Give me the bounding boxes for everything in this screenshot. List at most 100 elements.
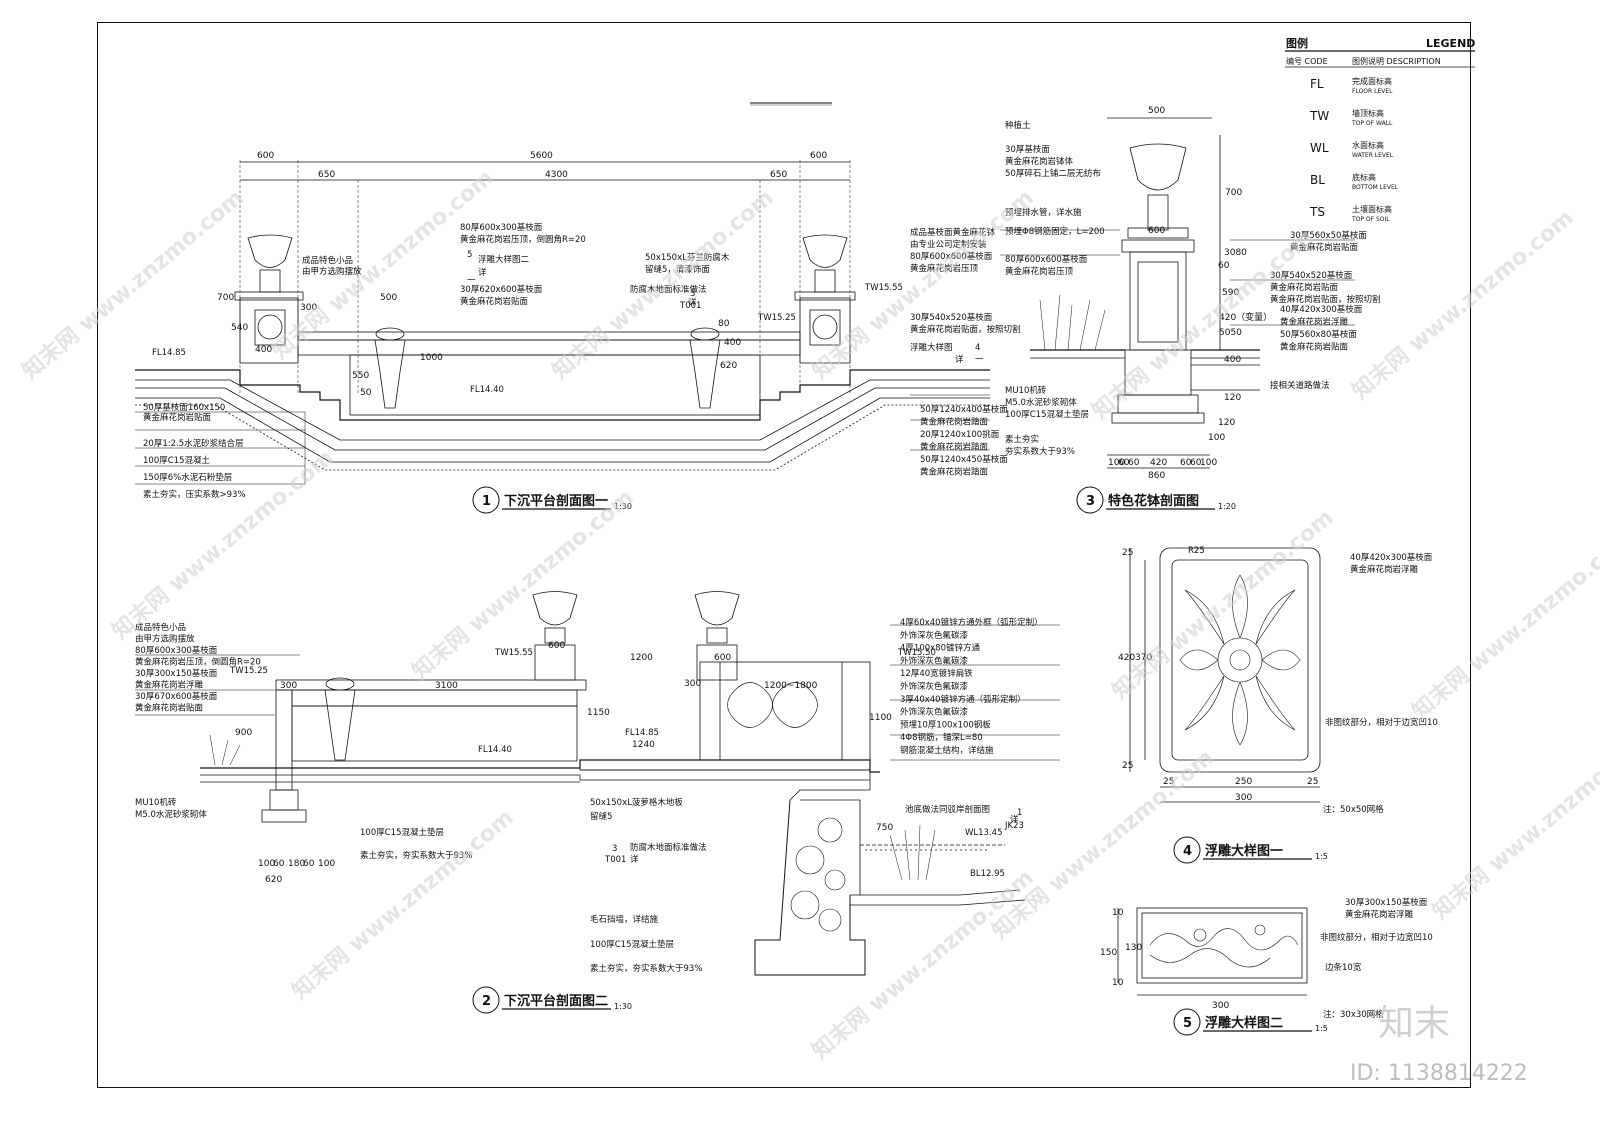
label: 留缝5，清漆饰面: [645, 264, 710, 275]
legend-desc-en: FLOOR LEVEL: [1352, 88, 1393, 95]
section-1: [135, 102, 990, 471]
dim-label: 25: [1307, 777, 1318, 787]
section-2: [200, 591, 1026, 976]
dim-label: 100: [1108, 458, 1125, 468]
drawing-scale: 1:5: [1315, 852, 1328, 861]
dim-label: 700: [1225, 188, 1242, 198]
label: 50x150xL芬兰防腐木: [645, 252, 730, 263]
dim-label: 370: [1135, 653, 1152, 663]
dim-label: 400: [255, 345, 272, 355]
label: 黄金麻花岗岩贴面: [1270, 282, 1339, 293]
sheet-border: [97, 22, 1471, 1088]
dim-label: 100: [1200, 458, 1217, 468]
label: 素土夯实，夯实系数大于93%: [590, 963, 702, 974]
level-label: FL14.40: [470, 385, 504, 395]
dim-label: 300: [1235, 793, 1252, 803]
level-label: TW15.55: [494, 648, 533, 658]
label: 黄金麻花岗岩贴面，按照切割: [910, 324, 1021, 335]
level-label: FL14.85: [625, 728, 659, 738]
label: 30厚560x50基枝面: [1290, 230, 1367, 241]
watermark-text: 知末网 www.znzmo.com: [1427, 724, 1600, 924]
dim-label: 60: [1128, 458, 1140, 468]
label: 80厚600x300基枝面: [460, 222, 543, 233]
dim-label: 5600: [530, 151, 553, 161]
callout-label: 3: [612, 844, 617, 854]
dim-label: 750: [876, 823, 893, 833]
dim-label: 25: [1163, 777, 1174, 787]
dim-label: 300: [1212, 1001, 1229, 1011]
callout-label: 3: [690, 289, 695, 299]
note-label: 注：50x50网格: [1323, 804, 1384, 815]
callout-label: 一: [467, 276, 476, 286]
drawing-number-circle: [472, 486, 500, 514]
legend-desc-cn: 水面标高: [1352, 140, 1384, 150]
callout-label: 5: [467, 250, 472, 260]
legend-code: FL: [1310, 77, 1324, 91]
watermark-text: 知末网 www.znzmo.com: [1347, 204, 1578, 404]
label: 成品特色小品: [135, 622, 186, 633]
section-3: [1030, 117, 1260, 469]
label: 接相关道路做法: [1270, 380, 1330, 391]
drawing-number: 4: [1183, 844, 1192, 859]
label: 外饰深灰色氟碳漆: [900, 707, 969, 718]
label: 详: [1010, 814, 1019, 825]
label: 黄金麻花岗岩浮雕: [1345, 909, 1414, 920]
label: 素土夯实，夯实系数大于93%: [360, 850, 472, 861]
label: 黄金麻花岗岩贴面: [1280, 342, 1349, 353]
label: 黄金麻花岗岩浮雕: [1280, 317, 1349, 328]
legend-desc-cn: 完成面标高: [1352, 76, 1392, 86]
label: 80厚600x600基枝面: [1005, 254, 1088, 265]
watermark-id: ID: 1138814222: [1350, 1061, 1528, 1086]
dim-label: 5050: [1219, 328, 1242, 338]
callout-label: 4: [975, 343, 980, 353]
label: 50厚1240x400基枝面: [920, 404, 1008, 415]
label: 30厚670x600基枝面: [135, 691, 218, 702]
legend-desc-en: WATER LEVEL: [1352, 152, 1394, 159]
label: 150厚6%水泥石粉垫层: [143, 472, 232, 483]
label: 成品基枝面黄金麻花钵: [910, 227, 996, 238]
label: 池底做法同驳岸剖面图: [905, 804, 990, 815]
legend-title-en: LEGEND: [1426, 37, 1475, 50]
dim-label: 600: [810, 151, 827, 161]
callout-label: T001: [679, 301, 701, 311]
legend-code: TS: [1309, 205, 1325, 219]
dim-label: 500: [380, 293, 397, 303]
drawing-number-circle: [1173, 1008, 1201, 1036]
label: 100厚C15混凝土垫层: [1005, 409, 1089, 420]
label: 3厚40x40镀锌方通（弧形定制）: [900, 694, 1026, 705]
legend-desc-cn: 土壤面标高: [1352, 204, 1392, 214]
label: 黄金麻花岗岩贴面: [143, 412, 212, 423]
dim-label: 10: [1112, 978, 1124, 988]
label: 4厚100x80镀锌方通: [900, 643, 980, 654]
legend-title-cn: 图例: [1286, 36, 1308, 50]
dim-label: 130: [1125, 943, 1142, 953]
drawing-title: 浮雕大样图一: [1205, 843, 1283, 859]
label: 外饰深灰色氟碳漆: [900, 630, 969, 641]
dim-label: 500: [1148, 106, 1165, 116]
dim-label: 420（变量）: [1219, 311, 1272, 323]
legend-desc-cn: 墙顶标高: [1352, 108, 1384, 118]
label: 4Φ8钢筋，锚深L=80: [900, 732, 983, 743]
watermark-text: 知末网 www.znzmo.com: [547, 184, 778, 384]
label: 预埋排水管，详水施: [1005, 207, 1082, 218]
level-label: TW15.50: [897, 648, 936, 658]
label: 由专业公司定制安装: [910, 239, 987, 250]
level-label: BL12.95: [970, 869, 1005, 879]
label: 20厚1240x100挑面: [920, 429, 1000, 440]
dim-label: 650: [770, 170, 787, 180]
dim-label: 60: [1218, 261, 1230, 271]
label: 50厚基枝面160x150: [143, 402, 225, 413]
label: 防腐木地面标准做法: [630, 842, 707, 853]
label: 非图纹部分，相对于边宽凹10: [1320, 932, 1433, 943]
drawing-number-circle: [1076, 486, 1104, 514]
label: 浮雕大样图: [910, 342, 953, 353]
dim-label: 150: [1100, 948, 1117, 958]
callout-label: 一: [975, 355, 984, 365]
legend-col-code: 编号 CODE: [1286, 56, 1328, 66]
drawing-scale: 1:30: [614, 502, 632, 511]
dim-label: 400: [724, 338, 741, 348]
label: 防腐木地面标准做法: [630, 284, 707, 295]
label: 黄金麻花岗岩压顶: [910, 263, 979, 274]
label: 详: [478, 267, 487, 278]
